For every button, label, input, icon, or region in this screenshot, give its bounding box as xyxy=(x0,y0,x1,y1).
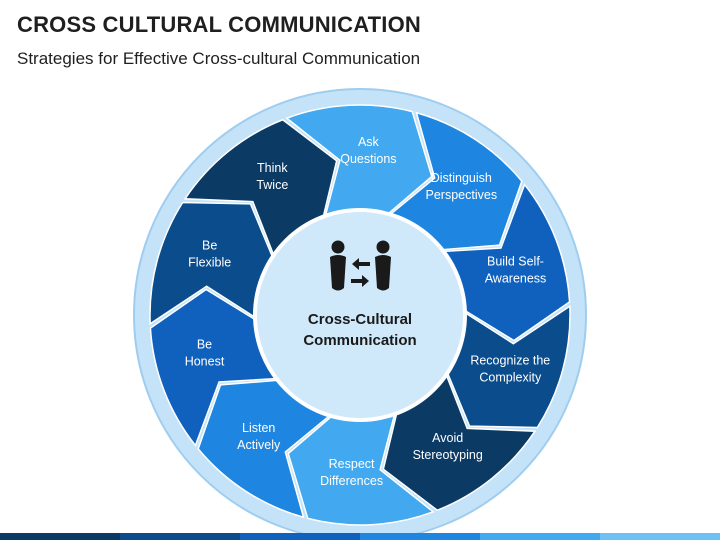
person-left-body xyxy=(330,255,346,291)
segment-label-line: Recognize the xyxy=(470,354,550,368)
segment-label-line: Complexity xyxy=(479,371,542,385)
segment-label-line: Honest xyxy=(185,355,225,369)
segment-label-line: Differences xyxy=(320,474,383,488)
bottom-color-bar xyxy=(0,533,720,540)
segment-label-line: Respect xyxy=(329,457,375,471)
person-right-head xyxy=(376,240,390,254)
page-title: CROSS CULTURAL COMMUNICATION xyxy=(17,12,422,37)
segment-label-line: Twice xyxy=(256,178,288,192)
bottom-bar-block xyxy=(240,533,360,540)
center-label-line: Communication xyxy=(303,332,416,349)
segment-label-line: Be xyxy=(197,338,212,352)
segment-label-line: Awareness xyxy=(485,271,547,285)
segment-label-line: Flexible xyxy=(188,255,231,269)
arrow-right-icon xyxy=(351,275,369,287)
segment-label-line: Actively xyxy=(237,438,281,452)
center-disc xyxy=(253,208,467,422)
bottom-bar-block xyxy=(120,533,240,540)
segment-label-line: Perspectives xyxy=(426,188,498,202)
center-label-line: Cross-Cultural xyxy=(308,311,412,328)
arrow-left-icon xyxy=(352,258,370,270)
segment-label-line: Questions xyxy=(340,152,396,166)
bottom-bar-block xyxy=(0,533,120,540)
segment-2: Build Self- Awareness xyxy=(438,183,571,342)
bottom-bar-block xyxy=(600,533,720,540)
person-right-body xyxy=(375,255,391,291)
segment-label-line: Ask xyxy=(358,135,380,149)
page-subtitle: Strategies for Effective Cross-cultural … xyxy=(17,49,421,68)
segment-label-line: Avoid xyxy=(432,431,463,445)
segment-label-line: Think xyxy=(257,161,288,175)
people-exchange-icon xyxy=(330,240,391,291)
segment-label-line: Distinguish xyxy=(431,171,492,185)
person-left-head xyxy=(331,240,345,254)
segment-label-line: Build Self- xyxy=(487,254,544,268)
segment-label-line: Stereotyping xyxy=(413,448,483,462)
segment-label: Build Self- Awareness xyxy=(485,254,547,285)
bottom-bar-block xyxy=(480,533,600,540)
segment-label-line: Be xyxy=(202,238,217,252)
segment-label-line: Listen xyxy=(242,421,275,435)
bottom-bar-block xyxy=(360,533,480,540)
